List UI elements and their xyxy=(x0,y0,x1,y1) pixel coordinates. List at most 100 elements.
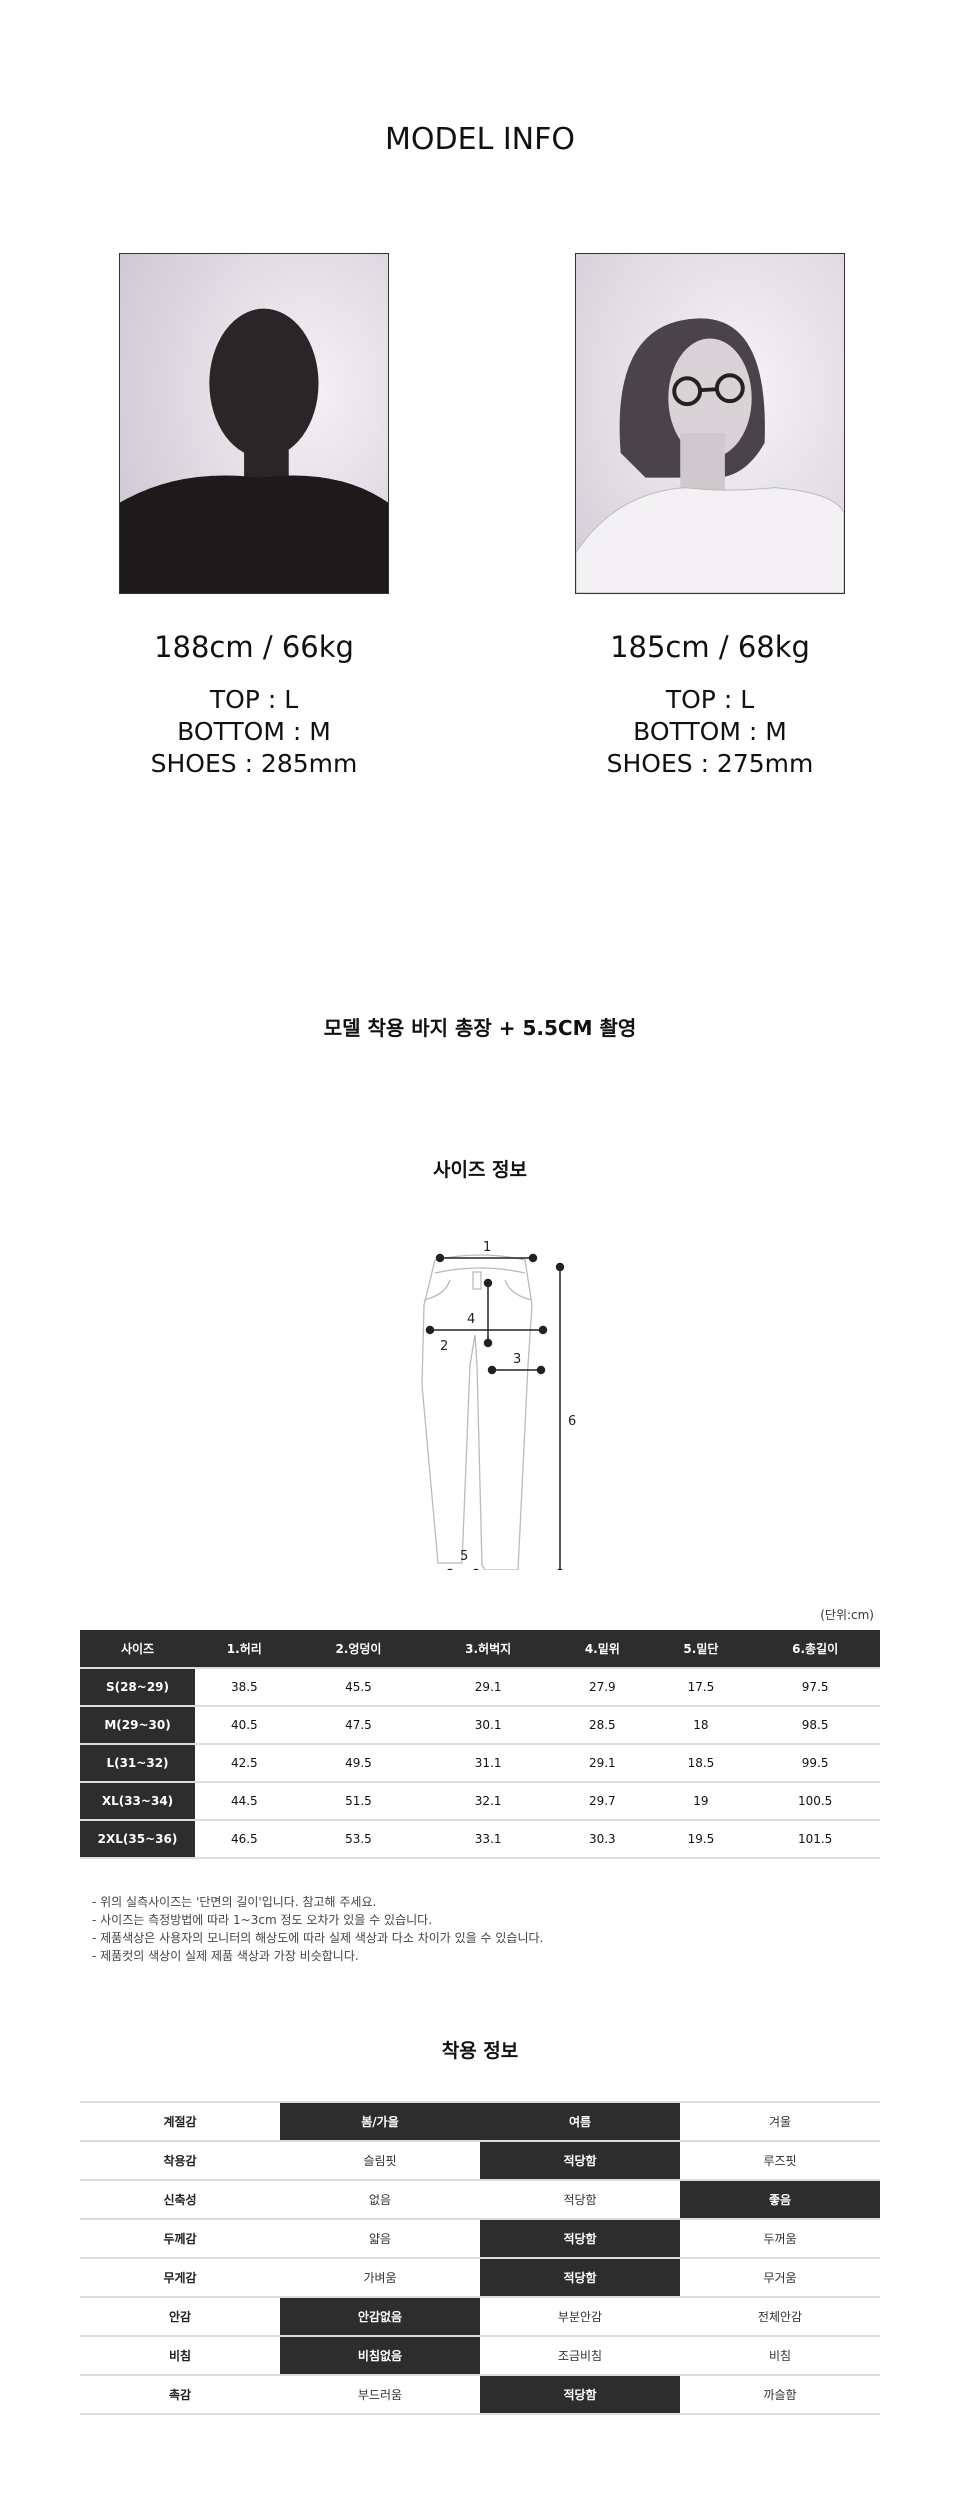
wear-label: 무게감 xyxy=(80,2257,280,2297)
diagram-label-5: 5 xyxy=(460,1549,468,1564)
size-value-cell: 29.1 xyxy=(553,1744,652,1783)
size-value-cell: 17.5 xyxy=(651,1668,751,1707)
size-value-cell: 38.5 xyxy=(195,1668,294,1707)
size-value-cell: 33.1 xyxy=(423,1820,554,1859)
size-note: - 제품색상은 사용자의 모니터의 해상도에 따라 실제 색상과 다소 차이가 … xyxy=(92,1931,544,1945)
wear-option: 안감없음 xyxy=(280,2296,480,2336)
size-value-cell: 53.5 xyxy=(293,1820,424,1859)
size-value-cell: 29.1 xyxy=(423,1668,554,1707)
diagram-label-3: 3 xyxy=(513,1352,521,1367)
pants-measurement-diagram: 1 2 3 4 5 6 xyxy=(421,1240,576,1570)
size-value-cell: 99.5 xyxy=(750,1744,880,1783)
wear-option: 조금비침 xyxy=(480,2335,680,2375)
wear-option: 루즈핏 xyxy=(680,2140,880,2180)
wear-info-title: 착용 정보 xyxy=(441,2040,519,2062)
wear-option: 까슬함 xyxy=(680,2374,880,2415)
wear-option: 적당함 xyxy=(480,2257,680,2297)
wear-label: 신축성 xyxy=(80,2179,280,2219)
size-value-cell: 46.5 xyxy=(195,1820,294,1859)
size-header-cell: 5.밑단 xyxy=(651,1630,751,1669)
size-value-cell: 49.5 xyxy=(293,1744,424,1783)
wear-option: 적당함 xyxy=(480,2218,680,2258)
model-2-top: TOP : L xyxy=(665,685,755,714)
wear-option: 비침 xyxy=(680,2335,880,2375)
wear-option: 적당함 xyxy=(480,2140,680,2180)
wear-option: 무거움 xyxy=(680,2257,880,2297)
diagram-label-2: 2 xyxy=(440,1339,448,1354)
wear-option: 슬림핏 xyxy=(280,2140,480,2180)
size-value-cell: 44.5 xyxy=(195,1782,294,1821)
wear-label: 계절감 xyxy=(80,2101,280,2141)
size-value-cell: 19 xyxy=(651,1782,751,1821)
size-label-cell: M(29~30) xyxy=(80,1706,195,1745)
size-value-cell: 19.5 xyxy=(651,1820,751,1859)
model-1-bottom: BOTTOM : M xyxy=(177,717,331,746)
size-value-cell: 47.5 xyxy=(293,1706,424,1745)
wear-option: 겨울 xyxy=(680,2101,880,2141)
wear-option: 봄/가을 xyxy=(280,2101,480,2141)
unit-label: (단위:cm) xyxy=(820,1608,874,1622)
size-value-cell: 31.1 xyxy=(423,1744,554,1783)
model-1-top: TOP : L xyxy=(209,685,299,714)
wear-label: 두께감 xyxy=(80,2218,280,2258)
model-1-height-weight: 188cm / 66kg xyxy=(154,630,354,664)
length-notice: 모델 착용 바지 총장 + 5.5CM 촬영 xyxy=(323,1016,637,1040)
size-note: - 위의 실측사이즈는 '단면의 길이'입니다. 참고해 주세요. xyxy=(92,1895,377,1909)
size-value-cell: 32.1 xyxy=(423,1782,554,1821)
size-label-cell: 2XL(35~36) xyxy=(80,1820,195,1859)
size-value-cell: 30.1 xyxy=(423,1706,554,1745)
size-header-cell: 2.엉덩이 xyxy=(293,1630,424,1669)
size-value-cell: 42.5 xyxy=(195,1744,294,1783)
size-value-cell: 101.5 xyxy=(750,1820,880,1859)
wear-option: 없음 xyxy=(280,2179,480,2219)
size-header-cell: 6.총길이 xyxy=(750,1630,880,1669)
size-notes: - 위의 실측사이즈는 '단면의 길이'입니다. 참고해 주세요. - 사이즈는 … xyxy=(92,1893,543,1965)
size-header-cell: 3.허벅지 xyxy=(423,1630,554,1669)
model-photo-1 xyxy=(119,253,389,594)
size-value-cell: 40.5 xyxy=(195,1706,294,1745)
model-1-shoes: SHOES : 285mm xyxy=(150,749,358,778)
size-info-title: 사이즈 정보 xyxy=(432,1159,527,1181)
model-2-info: 185cm / 68kg TOP : L BOTTOM : M SHOES : … xyxy=(510,630,910,780)
wear-option: 비침없음 xyxy=(280,2335,480,2375)
size-value-cell: 18 xyxy=(651,1706,751,1745)
model-2-height-weight: 185cm / 68kg xyxy=(610,630,810,664)
wear-label: 착용감 xyxy=(80,2140,280,2180)
diagram-label-6: 6 xyxy=(568,1414,576,1429)
wear-option: 적당함 xyxy=(480,2374,680,2415)
size-note: - 제품컷의 색상이 실제 제품 색상과 가장 비슷합니다. xyxy=(92,1949,359,1963)
model-2-shoes: SHOES : 275mm xyxy=(606,749,814,778)
size-note: - 사이즈는 측정방법에 따라 1~3cm 정도 오차가 있을 수 있습니다. xyxy=(92,1913,433,1927)
size-header-cell: 4.밑위 xyxy=(553,1630,652,1669)
size-value-cell: 100.5 xyxy=(750,1782,880,1821)
size-value-cell: 29.7 xyxy=(553,1782,652,1821)
size-label-cell: XL(33~34) xyxy=(80,1782,195,1821)
pants-outline-icon xyxy=(421,1254,533,1570)
size-header-cell: 사이즈 xyxy=(80,1630,195,1669)
size-value-cell: 45.5 xyxy=(293,1668,424,1707)
wear-option: 가벼움 xyxy=(280,2257,480,2297)
wear-label: 비침 xyxy=(80,2335,280,2375)
size-value-cell: 18.5 xyxy=(651,1744,751,1783)
size-value-cell: 98.5 xyxy=(750,1706,880,1745)
diagram-label-4: 4 xyxy=(467,1312,475,1327)
size-value-cell: 97.5 xyxy=(750,1668,880,1707)
diagram-label-1: 1 xyxy=(483,1240,491,1255)
size-label-cell: L(31~32) xyxy=(80,1744,195,1783)
size-value-cell: 30.3 xyxy=(553,1820,652,1859)
